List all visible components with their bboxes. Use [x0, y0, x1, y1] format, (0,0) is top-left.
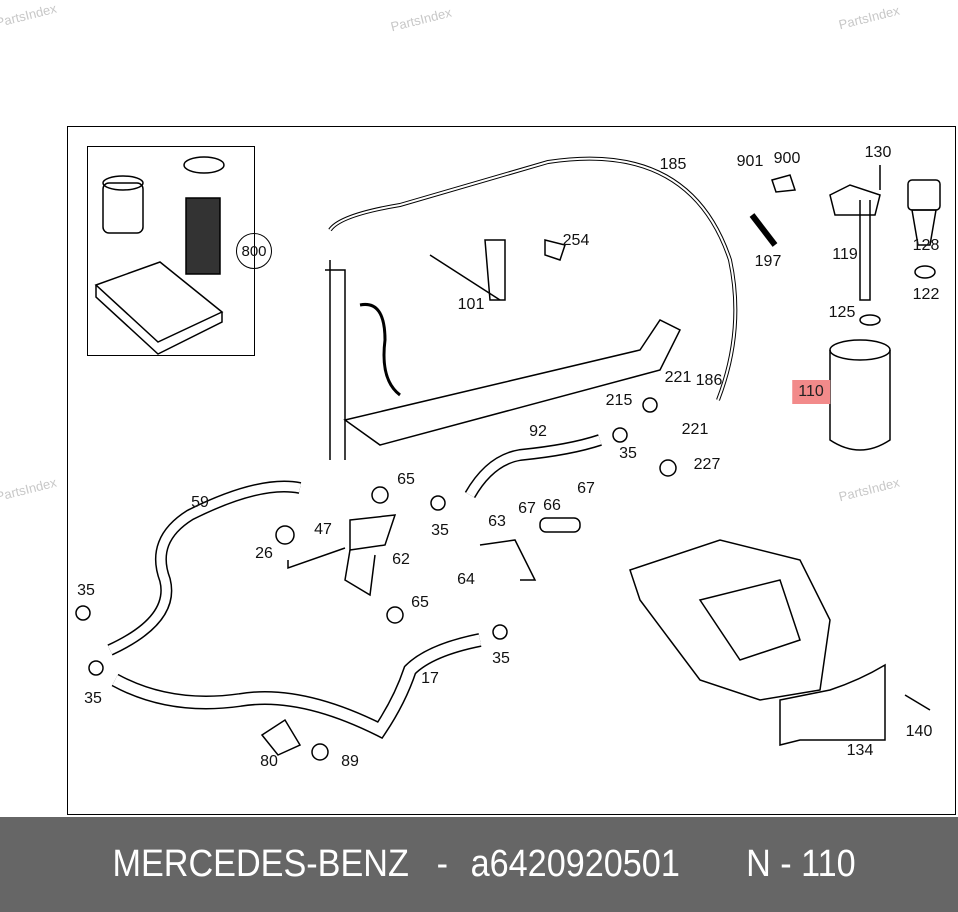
part-label[interactable]: 64: [457, 571, 475, 588]
fuel-line-185: [328, 156, 738, 401]
part-label[interactable]: 185: [659, 156, 687, 173]
part-label[interactable]: 197: [754, 253, 782, 270]
spring-197: [749, 213, 778, 247]
part-label[interactable]: 35: [84, 690, 102, 707]
part-label[interactable]: 67: [577, 480, 595, 497]
part-label[interactable]: 66: [543, 497, 561, 514]
footer-caption: MERCEDES-BENZ - a6420920501 N - 110: [0, 817, 958, 912]
diagram-position: N - 110: [746, 843, 856, 885]
part-label[interactable]: 901: [736, 153, 764, 170]
part-label[interactable]: 221: [681, 421, 709, 438]
filter-cartridge-small: [102, 182, 144, 234]
part-label[interactable]: 140: [905, 723, 933, 740]
part-label[interactable]: 35: [619, 445, 637, 462]
part-label[interactable]: 119: [832, 246, 858, 263]
brand-name: MERCEDES-BENZ: [112, 843, 410, 885]
oil-filter-element: [185, 197, 221, 275]
inset-label-800: 800: [236, 233, 272, 269]
part-label[interactable]: 130: [864, 144, 892, 161]
diagram-frame: [67, 126, 956, 815]
part-label[interactable]: 92: [529, 423, 547, 440]
part-label[interactable]: 26: [255, 545, 273, 562]
part-label[interactable]: 17: [421, 670, 439, 687]
part-label[interactable]: 227: [693, 456, 721, 473]
heater-128: [907, 179, 941, 211]
part-label[interactable]: 47: [314, 521, 332, 538]
fuel-rail: [343, 319, 682, 446]
injector: [325, 260, 346, 460]
part-label[interactable]: 80: [260, 753, 278, 770]
part-label[interactable]: 125: [828, 304, 856, 321]
part-label[interactable]: 35: [77, 582, 95, 599]
part-label[interactable]: 65: [411, 594, 429, 611]
part-label[interactable]: 35: [492, 650, 510, 667]
part-label[interactable]: 89: [341, 753, 359, 770]
part-label[interactable]: 101: [457, 296, 485, 313]
clip-80: [260, 718, 302, 756]
part-label[interactable]: 67: [518, 500, 536, 517]
bracket-134: [779, 663, 886, 746]
part-label[interactable]: 35: [431, 522, 449, 539]
part-label[interactable]: 59: [191, 494, 209, 511]
part-label[interactable]: 900: [773, 150, 801, 167]
part-label[interactable]: 254: [562, 232, 590, 249]
part-label[interactable]: 63: [488, 513, 506, 530]
engine-bracket: [629, 539, 831, 701]
part-label[interactable]: 122: [912, 286, 940, 303]
part-label[interactable]: 62: [392, 551, 410, 568]
cable-tie-101: [429, 254, 501, 301]
o-ring: [183, 156, 225, 174]
fuel-filter-110: [829, 350, 891, 451]
part-label[interactable]: 215: [605, 392, 633, 409]
connector-66: [539, 517, 581, 533]
part-label[interactable]: 65: [397, 471, 415, 488]
part-label[interactable]: 221: [664, 369, 692, 386]
separator: -: [436, 843, 449, 885]
part-label[interactable]: 186: [695, 372, 723, 389]
connector-62: [349, 514, 397, 551]
part-label[interactable]: 134: [846, 742, 874, 759]
part-label[interactable]: 128: [912, 237, 940, 254]
sensor-119: [859, 200, 871, 301]
highlighted-part-label-110[interactable]: 110: [792, 380, 830, 404]
part-number: a6420920501: [471, 843, 681, 885]
